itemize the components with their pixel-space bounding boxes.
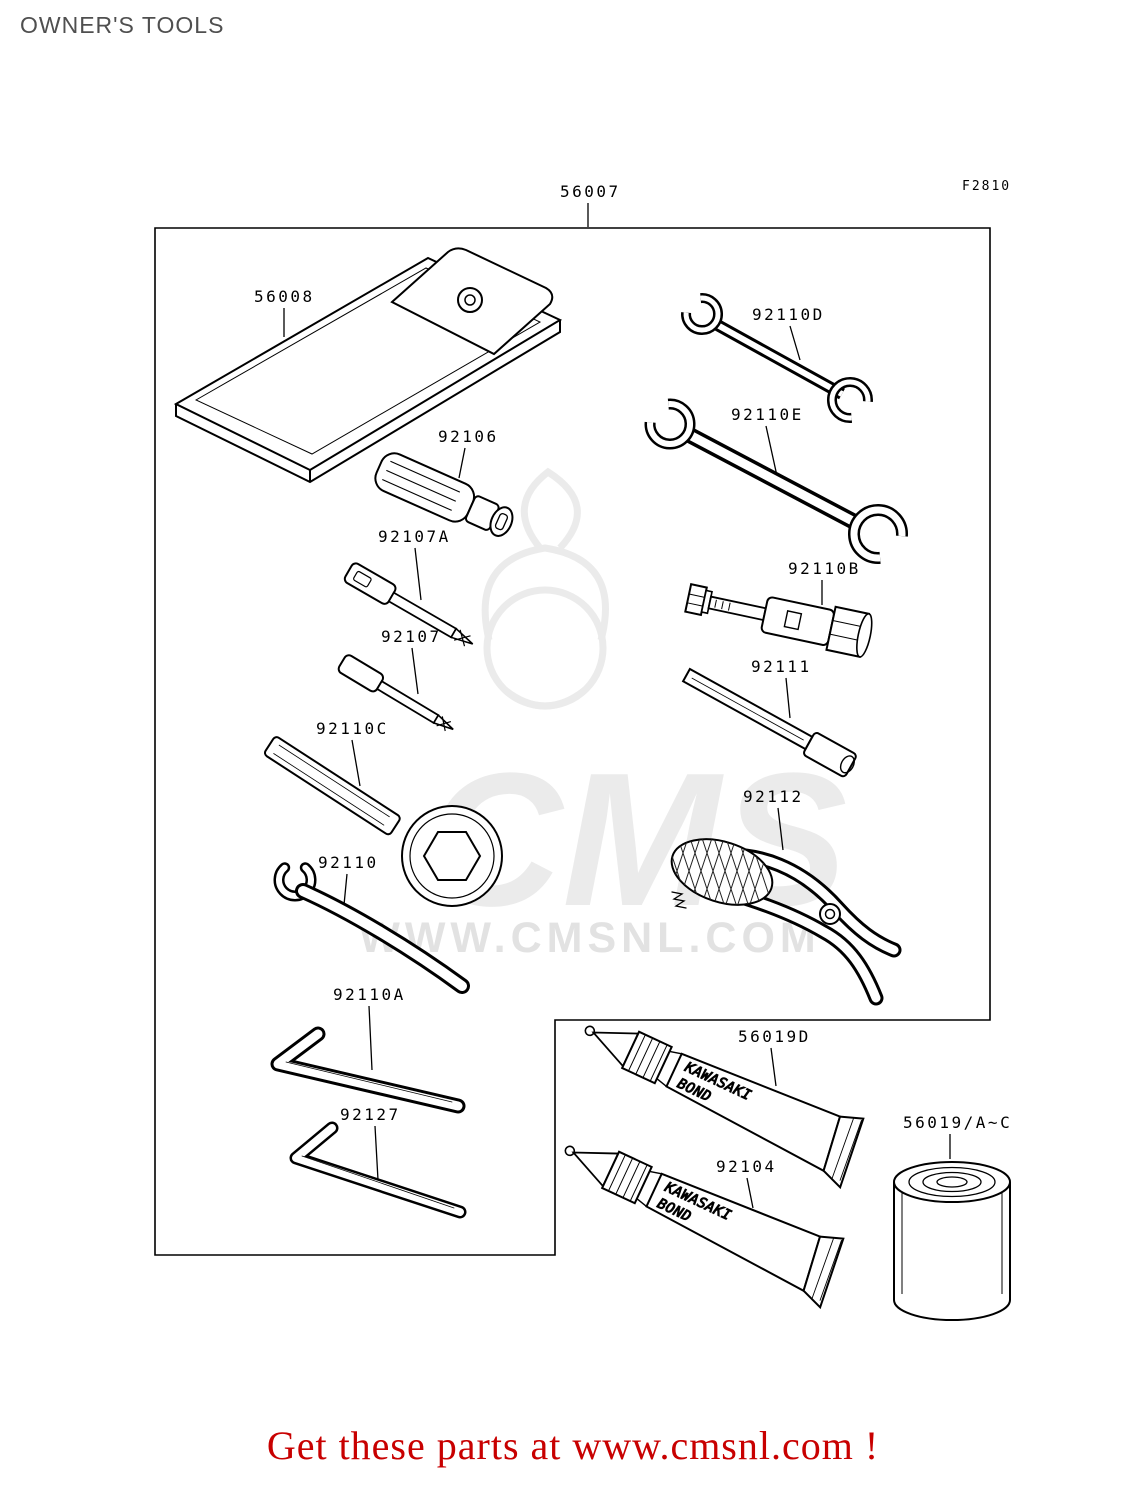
- leader-lines: [283, 203, 951, 1209]
- part-label-92110d: 92110D: [752, 305, 825, 324]
- part-label-92106: 92106: [438, 427, 499, 446]
- drawing-hex-key-92127: [289, 1121, 467, 1219]
- part-label-92127: 92127: [340, 1105, 401, 1124]
- footer-link[interactable]: Get these parts at www.cmsnl.com !: [266, 1423, 880, 1468]
- part-label-92112: 92112: [743, 787, 804, 806]
- part-label-92107: 92107: [381, 627, 442, 646]
- drawing-driver-handle-92106: [374, 452, 514, 537]
- part-label-56007: 56007: [560, 182, 621, 201]
- drawing-oil-filter-56019: [893, 1161, 1011, 1321]
- part-label-56008: 56008: [254, 287, 315, 306]
- drawing-hex-key-92110a: [270, 1026, 466, 1114]
- drawing-plug-socket-92110b: [684, 583, 873, 659]
- drawing-bond-tube-56019d: KAWASAKI BOND: [584, 1025, 865, 1190]
- drawing-screwdriver-92107: [337, 654, 454, 732]
- kit-outline-box: [154, 227, 991, 1256]
- drawing-screwdriver-92107a: [343, 562, 474, 647]
- drawing-bar-92111: [681, 667, 857, 778]
- drawing-tool-pouch: [173, 247, 563, 484]
- part-label-92110b: 92110B: [788, 559, 861, 578]
- part-label-92110a: 92110A: [333, 985, 406, 1004]
- figure-code: F2810: [962, 179, 1011, 194]
- drawing-bond-tube-92104: KAWASAKI BOND: [564, 1145, 845, 1310]
- part-label-92111: 92111: [751, 657, 812, 676]
- drawing-pliers-92112: [663, 827, 902, 1006]
- part-label-92110e: 92110E: [731, 405, 804, 424]
- drawing-hook-spanner-92110: [273, 862, 470, 994]
- part-labels: 56007 56008 92110D 92110E 92106 92107A 9…: [254, 179, 1012, 1176]
- drawing-wrench-92110e: [644, 398, 908, 564]
- watermark-url: WWW.CMSNL.COM: [359, 914, 820, 962]
- part-label-56019d: 56019D: [738, 1027, 811, 1046]
- watermark-figure: [481, 467, 609, 710]
- part-label-92107a: 92107A: [378, 527, 451, 546]
- drawing-wrench-92110d: [681, 293, 873, 423]
- drawing-plug-wrench-92110c: [263, 736, 503, 907]
- part-label-92104: 92104: [716, 1157, 777, 1176]
- part-label-92110: 92110: [318, 853, 379, 872]
- page-title: OWNER'S TOOLS: [20, 12, 225, 38]
- part-label-56019-a-c: 56019/A~C: [903, 1113, 1012, 1132]
- part-label-92110c: 92110C: [316, 719, 389, 738]
